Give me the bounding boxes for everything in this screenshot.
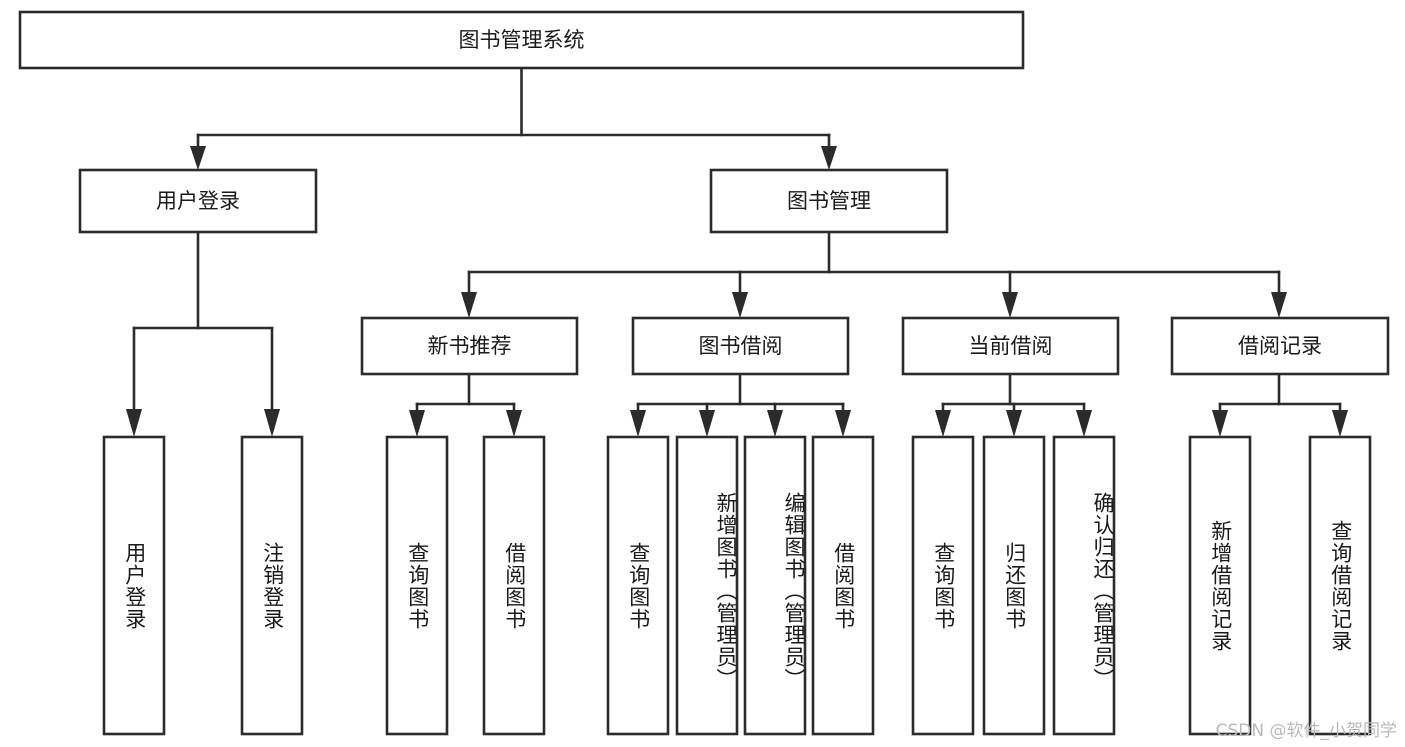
arrow-head-leaf-query-book-borrow	[630, 410, 646, 437]
node-leaf-confirm-return-box[interactable]	[1052, 435, 1116, 736]
node-leaf-user-login-box[interactable]	[102, 435, 166, 736]
arrow-head-leaf-add-record	[1212, 410, 1228, 437]
connector-layer	[126, 66, 1348, 437]
node-leaf-borrow-book-rec-box[interactable]	[482, 435, 546, 736]
node-borrow-record-box[interactable]	[1170, 316, 1390, 376]
node-new-book-rec-box[interactable]	[360, 316, 579, 376]
node-leaf-add-book-box[interactable]	[675, 435, 739, 736]
arrow-head-leaf-edit-book	[767, 410, 783, 437]
node-book-manage-label: 图书管理	[787, 189, 871, 213]
node-book-borrow-label: 图书借阅	[699, 334, 783, 358]
node-user-login-label: 用户登录	[156, 189, 240, 213]
arrow-head-new-book-rec	[461, 292, 477, 318]
node-book-manage-box[interactable]	[709, 168, 949, 234]
node-leaf-query-book-cur-box[interactable]	[911, 435, 975, 736]
arrow-head-leaf-user-login	[126, 409, 142, 437]
arrow-head-leaf-query-book-rec	[409, 410, 425, 437]
arrow-head-leaf-logout	[264, 409, 280, 437]
node-leaf-query-record-box[interactable]	[1308, 435, 1372, 736]
node-new-book-rec-label: 新书推荐	[428, 334, 512, 358]
arrow-head-leaf-borrow-book-rec	[506, 410, 522, 437]
node-leaf-edit-book-box[interactable]	[743, 435, 807, 736]
node-current-borrow-label: 当前借阅	[969, 334, 1053, 358]
arrow-head-user-login	[190, 146, 206, 170]
arrow-head-book-manage	[821, 146, 837, 170]
node-leaf-query-book-rec-box[interactable]	[385, 435, 449, 736]
node-book-borrow-box[interactable]	[631, 316, 850, 376]
arrow-head-current-borrow	[1002, 292, 1018, 318]
node-leaf-return-book-box[interactable]	[982, 435, 1046, 736]
watermark-text: CSDN @软件_小贺同学	[1215, 721, 1397, 741]
node-leaf-query-book-borrow-box[interactable]	[606, 435, 670, 736]
node-leaf-add-record-box[interactable]	[1188, 435, 1252, 736]
arrow-head-leaf-add-book	[699, 410, 715, 437]
node-borrow-record-label: 借阅记录	[1238, 334, 1322, 358]
arrow-head-borrow-record	[1271, 292, 1287, 318]
arrow-head-leaf-return-book	[1006, 410, 1022, 437]
arrow-head-book-borrow	[732, 292, 748, 318]
arrow-head-leaf-query-record	[1332, 410, 1348, 437]
arrow-head-leaf-confirm-return	[1076, 410, 1092, 437]
node-current-borrow-box[interactable]	[901, 316, 1120, 376]
arrow-head-leaf-query-book-cur	[935, 410, 951, 437]
node-leaf-borrow-book-box[interactable]	[811, 435, 875, 736]
node-root-label: 图书管理系统	[459, 28, 585, 52]
node-user-login-box[interactable]	[78, 168, 318, 234]
node-root-box[interactable]	[18, 10, 1025, 70]
arrow-head-leaf-borrow-book	[835, 410, 851, 437]
node-leaf-logout-box[interactable]	[240, 435, 304, 736]
node-layer: 图书管理系统 用户登录 图书管理 新书推荐 图书借阅 当前借阅 借阅记录	[18, 10, 1390, 736]
